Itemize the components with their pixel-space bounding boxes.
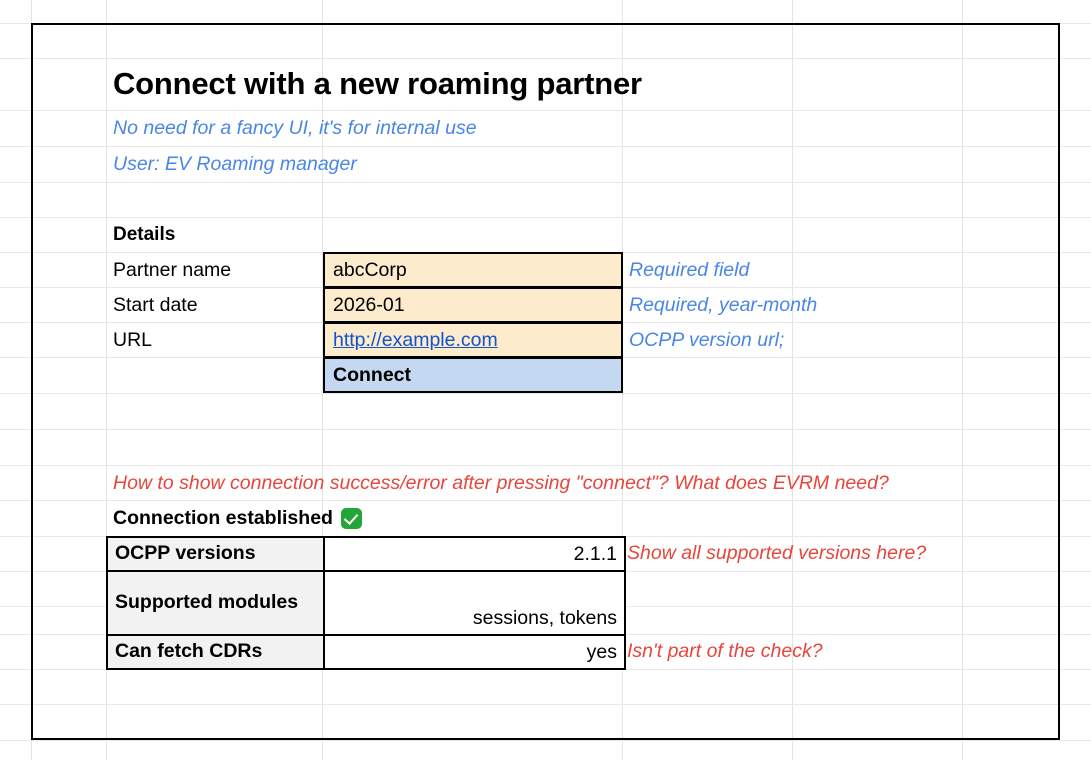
gridline-horizontal: [0, 110, 1091, 111]
connection-status: Connection established: [113, 501, 533, 535]
table-row: Can fetch CDRs yes: [106, 634, 626, 670]
gridline-horizontal: [0, 146, 1091, 147]
details-section-heading: Details: [113, 224, 176, 245]
gridline-horizontal: [0, 217, 1091, 218]
result-value-can-fetch-cdrs: yes: [323, 634, 626, 670]
review-question-connect-feedback: How to show connection success/error aft…: [113, 472, 889, 494]
result-value-ocpp-versions: 2.1.1: [323, 536, 626, 572]
note-partner-name: Required field: [629, 259, 750, 281]
field-label-start-date: Start date: [113, 294, 198, 316]
gridline-horizontal: [0, 669, 1091, 670]
connect-button-label: Connect: [333, 363, 411, 386]
gridline-vertical: [31, 0, 32, 760]
start-date-value: 2026-01: [333, 293, 405, 316]
result-key-supported-modules: Supported modules: [106, 570, 325, 636]
gridline-horizontal: [0, 429, 1091, 430]
connect-button[interactable]: Connect: [323, 357, 623, 393]
subtitle-note-2: User: EV Roaming manager: [113, 152, 357, 175]
gridline-horizontal: [0, 393, 1091, 394]
note-start-date: Required, year-month: [629, 294, 818, 316]
gridline-horizontal: [0, 465, 1091, 466]
note-can-fetch-cdrs: Isn't part of the check?: [627, 640, 823, 662]
page-title: Connect with a new roaming partner: [113, 66, 642, 101]
result-key-ocpp-versions: OCPP versions: [106, 536, 325, 572]
gridline-vertical: [792, 0, 793, 760]
gridline-horizontal: [0, 182, 1091, 183]
note-ocpp-versions: Show all supported versions here?: [627, 542, 927, 564]
result-key-can-fetch-cdrs: Can fetch CDRs: [106, 634, 325, 670]
table-row: OCPP versions 2.1.1: [106, 536, 626, 572]
field-label-partner-name: Partner name: [113, 259, 232, 281]
table-row: Supported modules sessions, tokens: [106, 570, 626, 636]
subtitle-note-1: No need for a fancy UI, it's for interna…: [113, 116, 477, 139]
gridline-vertical: [106, 0, 107, 760]
url-link[interactable]: http://example.com: [333, 328, 498, 351]
gridline-horizontal: [0, 500, 1091, 501]
connection-results-table: OCPP versions 2.1.1 Supported modules se…: [106, 536, 626, 670]
gridline-horizontal: [0, 740, 1091, 741]
connection-status-label: Connection established: [113, 506, 333, 529]
start-date-input[interactable]: 2026-01: [323, 287, 623, 323]
partner-name-value: abcCorp: [333, 258, 407, 281]
gridline-horizontal: [0, 704, 1091, 705]
url-input[interactable]: http://example.com: [323, 322, 623, 358]
note-url: OCPP version url;: [629, 329, 785, 351]
gridline-vertical: [322, 0, 323, 760]
result-value-supported-modules: sessions, tokens: [323, 570, 626, 636]
gridline-horizontal: [0, 58, 1091, 59]
partner-name-input[interactable]: abcCorp: [323, 252, 623, 288]
field-label-url: URL: [113, 329, 153, 351]
gridline-horizontal: [0, 23, 1091, 24]
white-check-mark-icon: [340, 507, 362, 529]
gridline-vertical: [962, 0, 963, 760]
